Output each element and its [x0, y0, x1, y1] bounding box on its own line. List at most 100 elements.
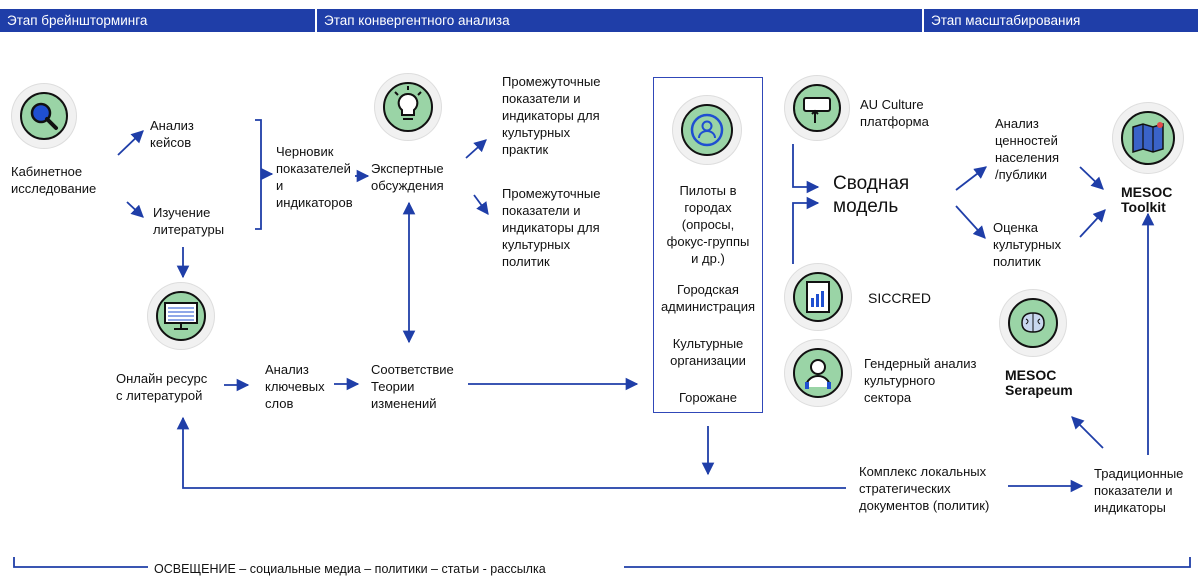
- node-cultural-orgs: Культурные организации: [655, 335, 761, 369]
- label-line: Сводная: [833, 173, 910, 194]
- label-line: Соответствие: [371, 362, 454, 377]
- label-line: фокус-группы: [666, 234, 750, 249]
- node-serapeum: MESOC Serapeum: [1005, 368, 1073, 398]
- label-line: документов (политик): [859, 498, 990, 513]
- node-gender: Гендерный анализ культурного сектора: [864, 355, 976, 406]
- label-line: Городская: [677, 282, 739, 297]
- stage-convergent: Этап конвергентного анализа: [317, 9, 922, 32]
- label-line: и др.): [691, 251, 725, 266]
- label-line: модель: [833, 196, 899, 217]
- node-siccred: SICCRED: [868, 290, 932, 306]
- label-line: Экспертные: [371, 161, 444, 176]
- report-icon: [785, 264, 851, 330]
- magnifier-icon: [12, 84, 76, 148]
- node-online-resource: Онлайн ресурс с литературой: [116, 370, 207, 404]
- label-line: MESOC: [1005, 367, 1057, 383]
- label-line: Черновик: [276, 144, 334, 159]
- label-line: Toolkit: [1121, 199, 1166, 215]
- node-au-culture: AU Culture платформа: [860, 96, 929, 130]
- label-line: обсуждения: [371, 178, 444, 193]
- node-theory: Соответствие Теории изменений: [371, 361, 454, 412]
- label-line: индикаторы для: [502, 108, 600, 123]
- node-citizens: Горожане: [678, 390, 738, 405]
- node-lit-review: Изучение литературы: [153, 204, 224, 238]
- label-line: исследование: [11, 181, 97, 196]
- label-line: MESOC: [1121, 184, 1173, 200]
- node-values: Анализ ценностей населения /публики: [995, 115, 1059, 183]
- lightbulb-icon: [375, 74, 441, 140]
- label-line: стратегических: [859, 481, 951, 496]
- label-line: Гендерный анализ: [864, 356, 977, 371]
- label-line: Промежуточные: [502, 186, 601, 201]
- stage-scaling: Этап масштабирования: [924, 9, 1198, 32]
- label-line: индикаторы для: [502, 220, 600, 235]
- node-case-analysis: Анализ кейсов: [150, 117, 194, 151]
- label-line: Оценка: [993, 220, 1039, 235]
- node-keywords: Анализ ключевых слов: [265, 361, 325, 412]
- node-pilots: Пилоты в городах (опросы, фокус-группы и…: [655, 182, 761, 267]
- label-line: Промежуточные: [502, 74, 601, 89]
- label-line: платформа: [860, 114, 929, 129]
- computer-icon: [148, 283, 214, 349]
- phone-hand-icon: [785, 76, 849, 140]
- brain-icon: [1000, 290, 1066, 356]
- label-line: с литературой: [116, 388, 203, 403]
- label-line: культурных: [502, 125, 571, 140]
- label-line: Теории: [371, 379, 415, 394]
- map-icon: [1113, 103, 1183, 173]
- label-line: и: [276, 178, 284, 193]
- label-line: городах: [684, 200, 732, 215]
- stage-brainstorm: Этап брейншторминга: [0, 9, 315, 32]
- node-desk-research: Кабинетное исследование: [11, 163, 96, 197]
- node-policy-eval: Оценка культурных политик: [993, 219, 1061, 270]
- pilots-box: [653, 77, 763, 413]
- node-inter-policies: Промежуточные показатели и индикаторы дл…: [502, 185, 600, 270]
- label-line: индикаторов: [276, 195, 353, 210]
- footer-outreach: ОСВЕЩЕНИЕ – социальные медиа – политики …: [154, 562, 546, 576]
- label-line: культурного: [864, 373, 936, 388]
- node-city-admin: Городская администрация: [655, 281, 761, 315]
- label-line: Традиционные: [1094, 466, 1184, 481]
- label-line: организации: [670, 353, 746, 368]
- label-line: населения: [995, 150, 1060, 165]
- label-line: Serapeum: [1005, 382, 1073, 398]
- label-line: Комплекс локальных: [859, 464, 987, 479]
- label-line: (опросы,: [681, 217, 735, 232]
- label-line: показатели и: [502, 203, 581, 218]
- label-line: Изучение: [153, 205, 211, 220]
- node-toolkit: MESOC Toolkit: [1121, 185, 1172, 215]
- label-line: литературы: [153, 222, 225, 237]
- label-line: Пилоты в: [679, 183, 737, 198]
- label-line: Анализ: [995, 116, 1039, 131]
- label-line: кейсов: [150, 135, 192, 150]
- label-line: ценностей: [995, 133, 1058, 148]
- label-line: слов: [265, 396, 294, 411]
- label-line: культурных: [993, 237, 1062, 252]
- label-line: индикаторы: [1094, 500, 1166, 515]
- label-line: сектора: [864, 390, 912, 405]
- label-line: /публики: [995, 167, 1047, 182]
- label-line: ключевых: [265, 379, 325, 394]
- label-line: AU Culture: [860, 97, 924, 112]
- label-line: показатели и: [502, 91, 581, 106]
- label-line: показателей: [276, 161, 351, 176]
- node-inter-practices: Промежуточные показатели и индикаторы дл…: [502, 73, 600, 158]
- label-line: Анализ: [265, 362, 309, 377]
- node-local-docs: Комплекс локальных стратегических докуме…: [859, 463, 989, 514]
- label-line: показатели и: [1094, 483, 1173, 498]
- label-line: Кабинетное: [11, 164, 83, 179]
- person-icon: [673, 96, 741, 164]
- label-line: изменений: [371, 396, 437, 411]
- label-line: практик: [502, 142, 549, 157]
- label-line: администрация: [660, 299, 756, 314]
- label-line: политик: [502, 254, 550, 269]
- node-expert: Экспертные обсуждения: [371, 160, 444, 194]
- node-traditional: Традиционные показатели и индикаторы: [1094, 465, 1183, 516]
- node-summary-model: Сводная модель: [833, 172, 909, 218]
- label-line: Культурные: [672, 336, 744, 351]
- label-line: культурных: [502, 237, 571, 252]
- label-line: Онлайн ресурс: [116, 371, 208, 386]
- label-line: Анализ: [150, 118, 194, 133]
- scientist-icon: [785, 340, 851, 406]
- node-draft: Черновик показателей и индикаторов: [276, 143, 353, 211]
